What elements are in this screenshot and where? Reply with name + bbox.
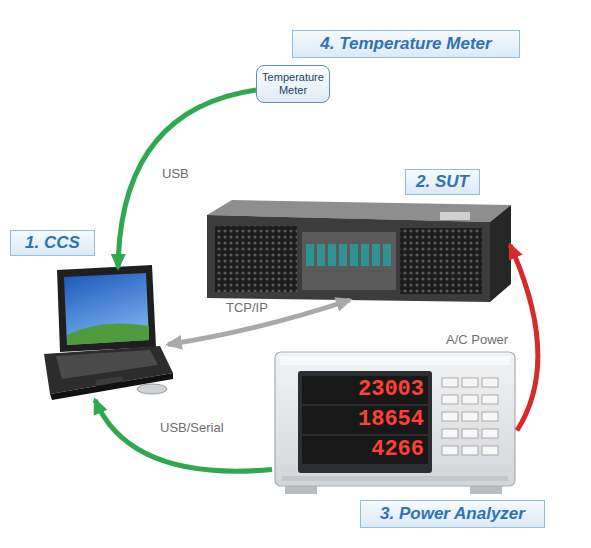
button: [442, 446, 458, 455]
server-front: [207, 215, 490, 302]
drive-bay: [317, 244, 325, 266]
display-reading: 18654: [304, 407, 424, 433]
button: [442, 395, 458, 404]
display-row: [302, 376, 428, 404]
computer-node: 1. CCS: [40, 268, 168, 400]
edge-label: A/C Power: [446, 332, 508, 347]
server-node: 2. SUT: [205, 198, 510, 300]
laptop-lid: [57, 265, 156, 352]
button: [442, 412, 458, 421]
drive-bay: [306, 244, 314, 266]
front-panel: [440, 212, 470, 220]
heading-text: 4. Temperature Meter: [320, 34, 491, 54]
drive-bay: [328, 244, 336, 266]
edge-label: USB/Serial: [160, 420, 224, 435]
button: [482, 446, 498, 455]
button: [462, 412, 478, 421]
section-heading: 4. Temperature Meter: [292, 30, 520, 58]
drive-bay: [361, 244, 369, 266]
fan-grille: [215, 226, 297, 292]
button: [442, 429, 458, 438]
button: [462, 378, 478, 387]
button-grid: [442, 378, 498, 455]
laptop-front: [50, 373, 173, 400]
edge-label: USB: [162, 166, 189, 181]
analyzer-trim: [282, 476, 508, 481]
edge-label: TCP/IP: [226, 300, 268, 315]
node-heading: 1. CCS: [10, 230, 95, 256]
drive-bay: [383, 244, 391, 266]
drive-bay: [372, 244, 380, 266]
cd-tray: [137, 384, 167, 394]
server-side: [490, 205, 511, 302]
analyzer-bevel: [280, 356, 510, 365]
display-row: [302, 406, 428, 434]
laptop: [44, 265, 173, 400]
button: [462, 395, 478, 404]
power-analyzer: [275, 352, 515, 494]
button: [482, 429, 498, 438]
device-box: Temperature Meter: [256, 65, 330, 103]
button: [442, 378, 458, 387]
display: [298, 371, 432, 473]
connector: [168, 300, 350, 345]
display-row: [302, 436, 428, 464]
button: [482, 412, 498, 421]
connector: [95, 400, 272, 471]
button: [482, 378, 498, 387]
button: [462, 446, 478, 455]
node-heading: 2. SUT: [405, 169, 480, 195]
server: [207, 200, 511, 302]
drive-bay: [339, 244, 347, 266]
laptop-screen: [64, 273, 149, 345]
screen-hill: [67, 323, 149, 345]
laptop-keyboard: [56, 350, 158, 379]
fan-grille: [400, 228, 482, 294]
display-reading: 4266: [304, 437, 424, 463]
node-heading: 3. Power Analyzer: [360, 500, 545, 528]
drive-cage: [302, 232, 396, 290]
button: [462, 429, 478, 438]
device-name: Temperature Meter: [257, 71, 329, 97]
drive-bay: [350, 244, 358, 266]
display-reading: 23003: [304, 377, 424, 403]
analyzer-body: [275, 352, 515, 486]
button: [482, 395, 498, 404]
connector: [118, 90, 256, 268]
connector: [510, 245, 538, 431]
